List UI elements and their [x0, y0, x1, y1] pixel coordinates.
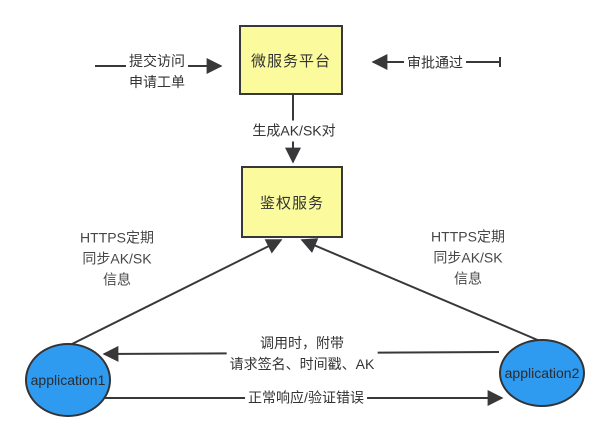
approval-passed-label: 审批通过: [404, 52, 466, 74]
https-sync-left-line3: 信息: [102, 271, 131, 288]
https-sync-right-line2: 同步AK/SK: [433, 249, 503, 266]
application1-label: application1: [30, 372, 106, 388]
invoke-request-label-line2: 请求签名、时间戳、AK: [229, 356, 375, 372]
approval-passed-label-text: 审批通过: [407, 54, 463, 71]
https-sync-right-line1: HTTPS定期: [431, 228, 505, 245]
https-sync-right-line3: 信息: [453, 270, 482, 287]
application2-node: application2: [499, 339, 585, 407]
submit-ticket-label-line1: 提交访问: [129, 53, 185, 69]
auth-service-node: 鉴权服务: [241, 166, 343, 238]
generate-aksk-label-text: 生成AK/SK对: [252, 122, 336, 139]
auth-service-label: 鉴权服务: [259, 194, 324, 212]
sync-right-arrow: [300, 238, 541, 342]
invoke-request-label: 调用时，附带 请求签名、时间戳、AK: [226, 333, 378, 375]
invoke-request-label-line1: 调用时，附带: [260, 335, 344, 351]
microservice-platform-label: 微服务平台: [250, 52, 331, 70]
submit-ticket-label-line2: 申请工单: [129, 74, 185, 90]
microservice-platform-node: 微服务平台: [239, 25, 343, 95]
submit-ticket-label: 提交访问 申请工单: [126, 51, 188, 93]
normal-response-label-text: 正常响应/验证错误: [248, 389, 364, 406]
generate-aksk-label: 生成AK/SK对: [249, 120, 339, 142]
https-sync-left-label: HTTPS定期 同步AK/SK 信息: [80, 228, 154, 291]
application2-label: application2: [504, 365, 580, 381]
https-sync-left-line1: HTTPS定期: [80, 229, 154, 246]
application1-node: application1: [25, 343, 111, 417]
sync-left-arrow: [71, 239, 283, 345]
normal-response-label: 正常响应/验证错误: [245, 387, 367, 409]
https-sync-left-line2: 同步AK/SK: [82, 250, 152, 267]
https-sync-right-label: HTTPS定期 同步AK/SK 信息: [431, 227, 505, 290]
